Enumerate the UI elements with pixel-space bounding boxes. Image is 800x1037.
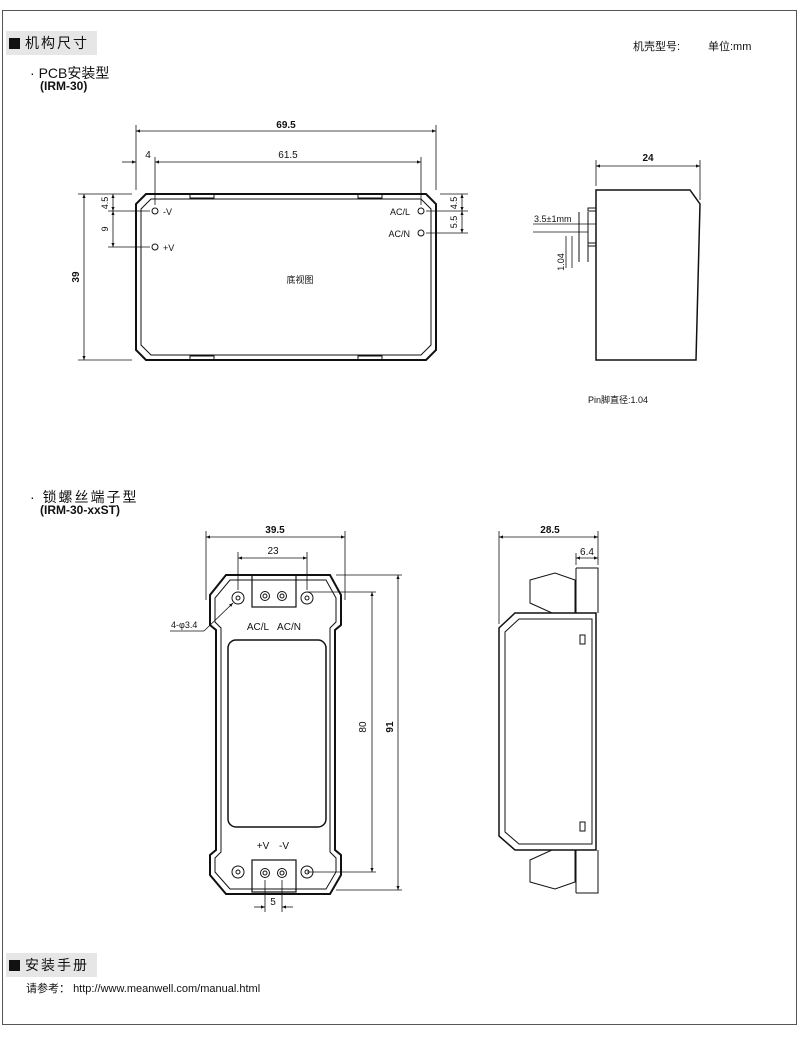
label-panel [227, 639, 327, 828]
manual-ref-label: 请参考： [26, 983, 70, 995]
pcb-type-title-text: PCB安装型 [38, 65, 110, 81]
pcb-bottom-view [135, 193, 437, 361]
section-heading-dimensions: 机构尺寸 [6, 31, 97, 55]
dim-total-height: 91 [385, 721, 396, 733]
section-heading-manual: 安装手册 [6, 953, 97, 977]
dim-inner-height: 80 [358, 721, 369, 733]
section-title: 机构尺寸 [25, 35, 89, 51]
dim-terminal-width: 23 [267, 546, 279, 557]
manual-reference: 请参考： http://www.meanwell.com/manual.html [26, 980, 260, 996]
pin-ac-l [417, 207, 425, 215]
pin-plus-v [151, 243, 159, 251]
dim-left-pitch: 9 [100, 226, 110, 231]
dim-terminal-depth: 6.4 [580, 547, 594, 558]
section-title: 安装手册 [25, 957, 89, 973]
pin-label-plus-v: +V [163, 243, 174, 253]
screw-outline [209, 574, 342, 895]
pcb-model: (IRM-30) [40, 79, 88, 93]
terminal-block-bottom [251, 859, 297, 893]
mount-hole-bl [231, 865, 245, 879]
terminal-block-top [251, 574, 297, 608]
pcb-side-view [578, 189, 701, 361]
dim-left-top: 4.5 [100, 197, 110, 210]
dim-pin-length: 3.5±1mm [534, 214, 571, 224]
dim-pin-diameter: 1.04 [556, 253, 566, 271]
pin-diameter-note: Pin脚直径:1.04 [588, 394, 648, 405]
pin-ac-n [417, 229, 425, 237]
square-bullet-icon [9, 959, 20, 971]
dim-screw-width: 39.5 [265, 525, 285, 536]
dim-total-width: 69.5 [276, 120, 296, 131]
pin-minus-v [151, 207, 159, 215]
dim-right-pitch: 5.5 [449, 216, 459, 229]
screw-model: (IRM-30-xxST) [40, 503, 121, 517]
dim-terminal-spacing: 5 [270, 897, 276, 908]
pin-label-ac-n: AC/N [388, 229, 410, 239]
dim-hole: 4-φ3.4 [171, 620, 197, 630]
dim-pin-span: 61.5 [278, 150, 298, 161]
terminal-label-plus-v: +V [257, 841, 270, 852]
manual-link[interactable]: http://www.meanwell.com/manual.html [73, 983, 261, 995]
terminal-label-ac-l: AC/L [247, 622, 270, 633]
page-frame [2, 10, 797, 1025]
terminal-label-ac-n: AC/N [277, 622, 301, 633]
screw-type-title: · 锁螺丝端子型 [30, 489, 139, 505]
dim-side-width-screw: 28.5 [540, 525, 560, 536]
screw-side-view [498, 567, 599, 894]
screw-front-view [209, 574, 342, 895]
unit-label: 单位:mm [708, 41, 752, 53]
square-bullet-icon [9, 37, 20, 49]
bottom-view-label: 底视图 [286, 274, 313, 285]
dim-right-top: 4.5 [449, 197, 459, 210]
screw-type-title-text: 锁螺丝端子型 [42, 489, 139, 505]
terminal-label-minus-v: -V [279, 841, 289, 852]
case-type-label: 机壳型号: [633, 41, 681, 53]
pcb-outline [135, 193, 437, 361]
dim-left-offset: 4 [145, 150, 151, 161]
pcb-type-title: · PCB安装型 [30, 65, 110, 81]
mount-hole-tl [231, 591, 245, 605]
pin-label-minus-v: -V [163, 207, 172, 217]
dim-side-width: 24 [642, 153, 654, 164]
mount-hole-tr [300, 591, 314, 605]
dim-height: 39 [71, 271, 82, 283]
pin-label-ac-l: AC/L [390, 207, 410, 217]
